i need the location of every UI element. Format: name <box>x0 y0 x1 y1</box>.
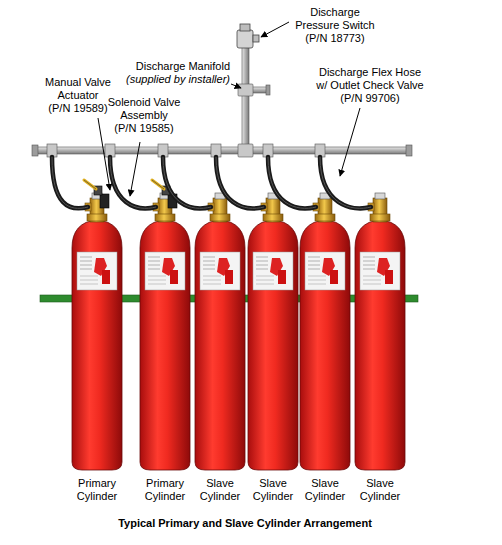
flex-hose <box>110 157 156 208</box>
part-number: (P/N 19585) <box>102 122 186 135</box>
flex-hose <box>268 157 316 208</box>
pipe-tee <box>238 84 253 96</box>
agent-cylinder <box>248 193 298 470</box>
hose-highlight <box>268 157 316 208</box>
manifold-cap <box>32 145 38 156</box>
discharge-manifold <box>36 147 408 154</box>
cylinder-label: Slave Cylinder <box>294 477 356 503</box>
cylinder-label: Slave Cylinder <box>349 477 411 503</box>
callout-label: Discharge Manifold <box>108 60 230 73</box>
pipe-tee <box>238 144 253 157</box>
callout-note: (supplied by installer) <box>108 73 230 86</box>
caption: Typical Primary and Slave Cylinder Arran… <box>0 517 490 530</box>
agent-cylinder <box>72 180 122 470</box>
flex-hose <box>320 157 371 208</box>
agent-cylinder <box>140 180 190 470</box>
cylinder-label: Slave Cylinder <box>242 477 304 503</box>
callout-label: Discharge Flex Hose w/ Outlet Check Valv… <box>314 66 426 92</box>
callout-label: Discharge Pressure Switch <box>292 6 378 32</box>
hose-highlight <box>52 157 88 208</box>
hose-highlight <box>216 157 264 208</box>
flex-hose <box>52 157 88 208</box>
switch-cap <box>240 24 250 31</box>
riser-pipe <box>242 46 249 150</box>
agent-cylinder <box>300 193 350 470</box>
part-number: (P/N 99706) <box>314 92 426 105</box>
part-number: (P/N 19589) <box>40 102 116 115</box>
cylinder-label: Primary Cylinder <box>134 477 196 503</box>
leader-line <box>231 84 241 88</box>
pressure-switch <box>237 30 253 48</box>
cylinder-label: Primary Cylinder <box>66 477 128 503</box>
agent-cylinder <box>355 193 405 470</box>
cylinder-label: Slave Cylinder <box>189 477 251 503</box>
switch-port <box>253 35 259 42</box>
leader-line <box>340 108 360 176</box>
hose-highlight <box>163 157 211 208</box>
hose-highlight <box>110 157 156 208</box>
manifold-cap <box>406 145 412 156</box>
flex-hose <box>216 157 264 208</box>
flex-hose <box>163 157 211 208</box>
callout-label: Solenoid Valve Assembly <box>102 96 186 122</box>
agent-cylinder <box>195 193 245 470</box>
pipe-cap <box>266 85 270 95</box>
callout-label: Manual Valve Actuator <box>40 76 116 102</box>
leader-line <box>98 118 110 190</box>
hose-highlight <box>320 157 371 208</box>
part-number: (P/N 18773) <box>292 32 378 45</box>
leader-line <box>130 142 140 196</box>
leader-line <box>261 22 289 37</box>
